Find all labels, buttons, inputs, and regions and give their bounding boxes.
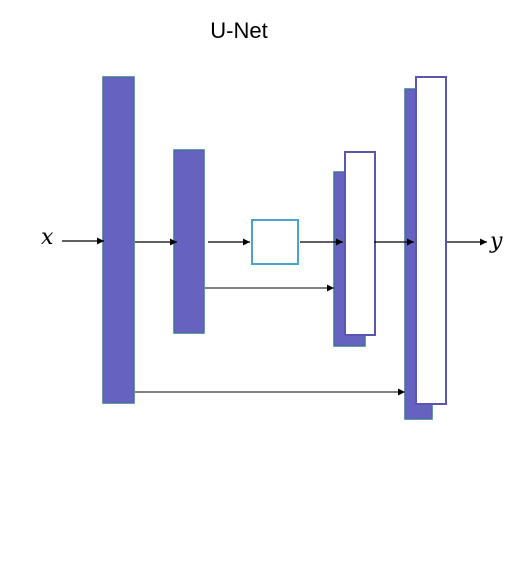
decoder-block-1: [344, 151, 376, 336]
output-label: y: [490, 229, 503, 254]
diagram-title: U-Net: [210, 18, 268, 43]
encoder-block-2: [173, 149, 205, 334]
bottleneck-block: [251, 219, 299, 265]
input-label: x: [41, 225, 54, 250]
encoder-block-1: [102, 76, 135, 404]
decoder-block-2: [415, 76, 447, 405]
